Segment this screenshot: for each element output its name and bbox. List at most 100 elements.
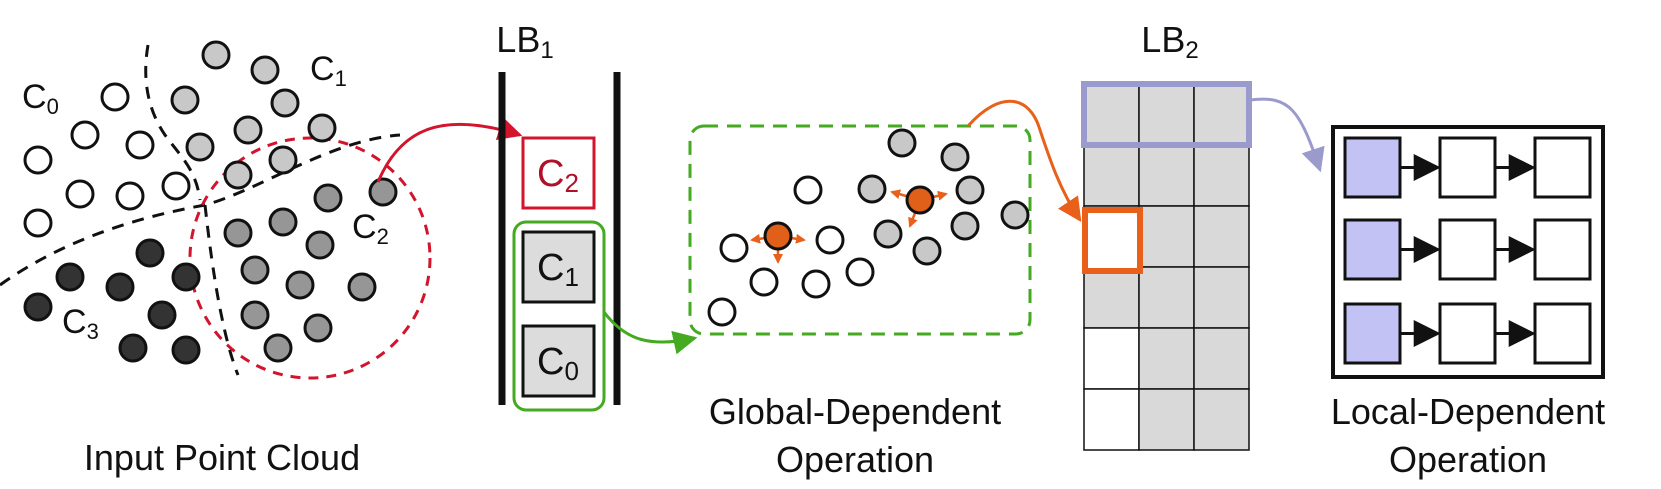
lb2-cell xyxy=(1193,327,1250,390)
lb2-cell xyxy=(1138,83,1195,146)
point-dot xyxy=(270,88,300,118)
point-dot xyxy=(268,145,298,175)
arrow-lb2-to-local xyxy=(1249,97,1325,173)
arrow-c2-to-lb1 xyxy=(376,117,523,183)
point-dot xyxy=(55,262,85,292)
point-dot xyxy=(873,219,903,249)
point-dot xyxy=(307,113,337,143)
lb2-cell xyxy=(1138,266,1195,329)
point-dot xyxy=(70,120,100,150)
point-dot xyxy=(233,115,263,145)
local-op-box xyxy=(1343,136,1402,199)
arrow-global-to-lb2 xyxy=(966,99,1082,222)
local-op-box xyxy=(1533,218,1592,281)
lb2-buffer: LB2 xyxy=(1081,19,1252,451)
point-dot xyxy=(857,174,887,204)
point-dot xyxy=(100,82,130,112)
local-op-frame xyxy=(1331,125,1605,379)
lb2-cell xyxy=(1083,144,1140,207)
local-caption-line1: Local-Dependent xyxy=(1331,391,1605,432)
arrow-lb1-to-global xyxy=(602,311,698,355)
point-dot xyxy=(801,269,831,299)
c2-selection-circle xyxy=(188,136,432,380)
point-dot xyxy=(912,236,942,266)
point-dot xyxy=(285,270,315,300)
cluster-label-c0: C0 xyxy=(22,78,59,119)
lb2-cell xyxy=(1193,388,1250,451)
point-dot xyxy=(161,171,191,201)
local-dependent-operation: Local-Dependent Operation xyxy=(1331,125,1605,480)
input-point-cloud: C0 C1 C2 C3 Input Point Cloud xyxy=(0,40,432,478)
lb1-chunk-c1-label: C1 xyxy=(537,247,579,292)
lb1-chunk-c0 xyxy=(521,324,596,398)
point-dot xyxy=(23,292,53,322)
lb2-cell xyxy=(1193,266,1250,329)
local-grid xyxy=(1343,136,1592,365)
lb2-cell xyxy=(1138,327,1195,390)
local-op-box xyxy=(1533,136,1592,199)
point-dot xyxy=(125,130,155,160)
point-dot xyxy=(171,335,201,365)
input-points xyxy=(23,40,398,365)
input-caption: Input Point Cloud xyxy=(84,437,360,478)
point-dot xyxy=(887,128,917,158)
point-dot xyxy=(240,255,270,285)
point-dot xyxy=(135,238,165,268)
point-dot xyxy=(23,145,53,175)
point-dot xyxy=(313,183,343,213)
lb2-write-slot xyxy=(1082,207,1143,274)
lb2-cell xyxy=(1193,205,1250,268)
point-dot xyxy=(793,175,823,205)
point-dot xyxy=(118,333,148,363)
global-dependent-operation: Global-Dependent Operation xyxy=(688,124,1032,480)
local-op-box xyxy=(1438,136,1497,199)
point-dot xyxy=(115,181,145,211)
point-dot xyxy=(815,225,845,255)
point-dot xyxy=(347,272,377,302)
local-op-box xyxy=(1533,302,1592,365)
point-dot xyxy=(185,132,215,162)
global-op-frame xyxy=(688,124,1032,336)
local-op-box xyxy=(1438,218,1497,281)
lb1-chunk-c0-label: C0 xyxy=(537,341,579,386)
lb2-cell xyxy=(1083,388,1140,451)
point-dot xyxy=(845,257,875,287)
lb1-active-group xyxy=(512,220,606,412)
point-dot xyxy=(65,179,95,209)
lb2-title: LB2 xyxy=(1141,19,1198,64)
point-dot xyxy=(950,211,980,241)
lb2-cell xyxy=(1083,327,1140,390)
point-dot xyxy=(749,267,779,297)
lb1-chunk-c1 xyxy=(521,230,596,304)
point-dot xyxy=(719,233,749,263)
lb2-cell xyxy=(1083,83,1140,146)
lb2-cell xyxy=(1193,144,1250,207)
point-dot xyxy=(223,218,253,248)
lb2-cell xyxy=(1138,388,1195,451)
point-dot xyxy=(171,262,201,292)
local-caption-line2: Operation xyxy=(1389,439,1547,480)
point-dot xyxy=(303,313,333,343)
global-points xyxy=(707,128,1030,327)
lb1-chunk-c2-label: C2 xyxy=(537,153,579,198)
cluster-label-c2: C2 xyxy=(352,208,389,249)
point-dot xyxy=(263,333,293,363)
global-caption-line1: Global-Dependent xyxy=(709,391,1001,432)
lb2-cell xyxy=(1083,266,1140,329)
lb1-title: LB1 xyxy=(496,19,553,64)
point-dot xyxy=(201,40,231,70)
point-dot xyxy=(250,55,280,85)
point-dot xyxy=(368,177,398,207)
local-op-box xyxy=(1438,302,1497,365)
cluster-label-c3: C3 xyxy=(62,303,99,344)
lb2-top-row-highlight xyxy=(1081,81,1252,148)
cluster-boundary-c0-c1 xyxy=(144,44,202,201)
local-op-box xyxy=(1343,218,1402,281)
point-dot xyxy=(305,230,335,260)
lb2-cell xyxy=(1193,83,1250,146)
point-dot xyxy=(268,207,298,237)
local-op-box xyxy=(1343,302,1402,365)
point-dot xyxy=(23,208,53,238)
active-point-dot xyxy=(905,185,935,215)
